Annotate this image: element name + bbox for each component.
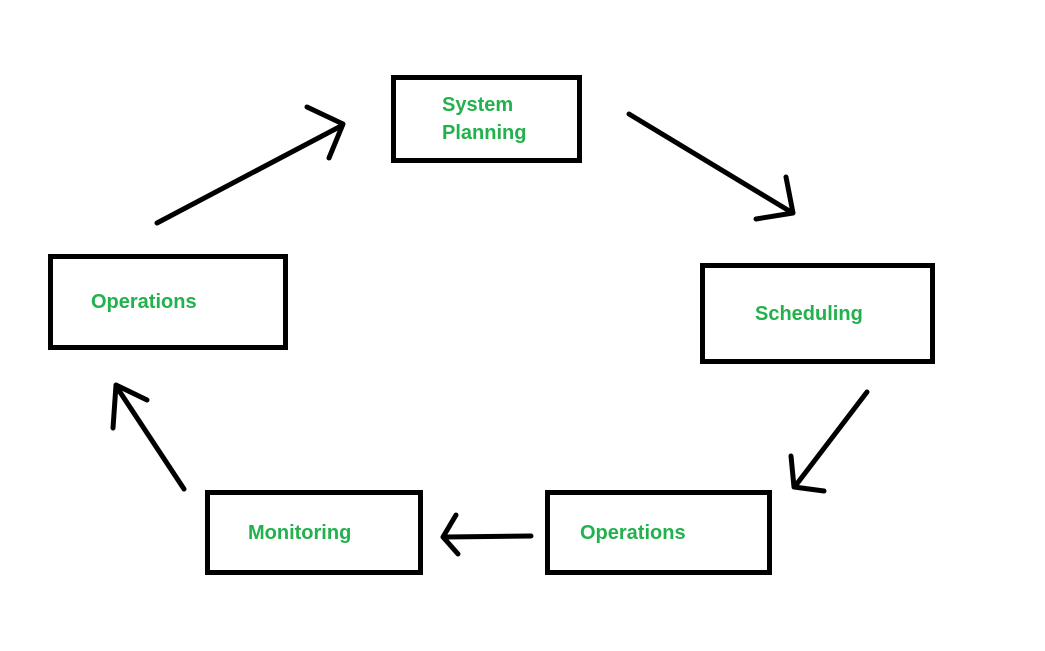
node-monitoring-label: Monitoring bbox=[248, 521, 352, 544]
node-system-planning-label: System Planning bbox=[442, 94, 527, 144]
node-system-planning: System Planning bbox=[391, 75, 582, 163]
node-scheduling: Scheduling bbox=[700, 263, 935, 364]
node-scheduling-label: Scheduling bbox=[755, 302, 863, 325]
node-operations-left: Operations bbox=[48, 254, 288, 350]
node-operations-bottom-right: Operations bbox=[545, 490, 772, 575]
node-operations-bottom-right-label: Operations bbox=[580, 521, 686, 544]
node-operations-left-label: Operations bbox=[91, 291, 197, 313]
arrow-operations-left-to-system-planning bbox=[154, 104, 346, 226]
arrow-system-planning-to-scheduling bbox=[626, 111, 796, 222]
arrow-monitoring-to-operations-left bbox=[110, 382, 187, 492]
node-monitoring: Monitoring bbox=[205, 490, 423, 575]
arrow-scheduling-to-operations bbox=[788, 389, 870, 494]
arrow-operations-to-monitoring bbox=[440, 512, 534, 557]
